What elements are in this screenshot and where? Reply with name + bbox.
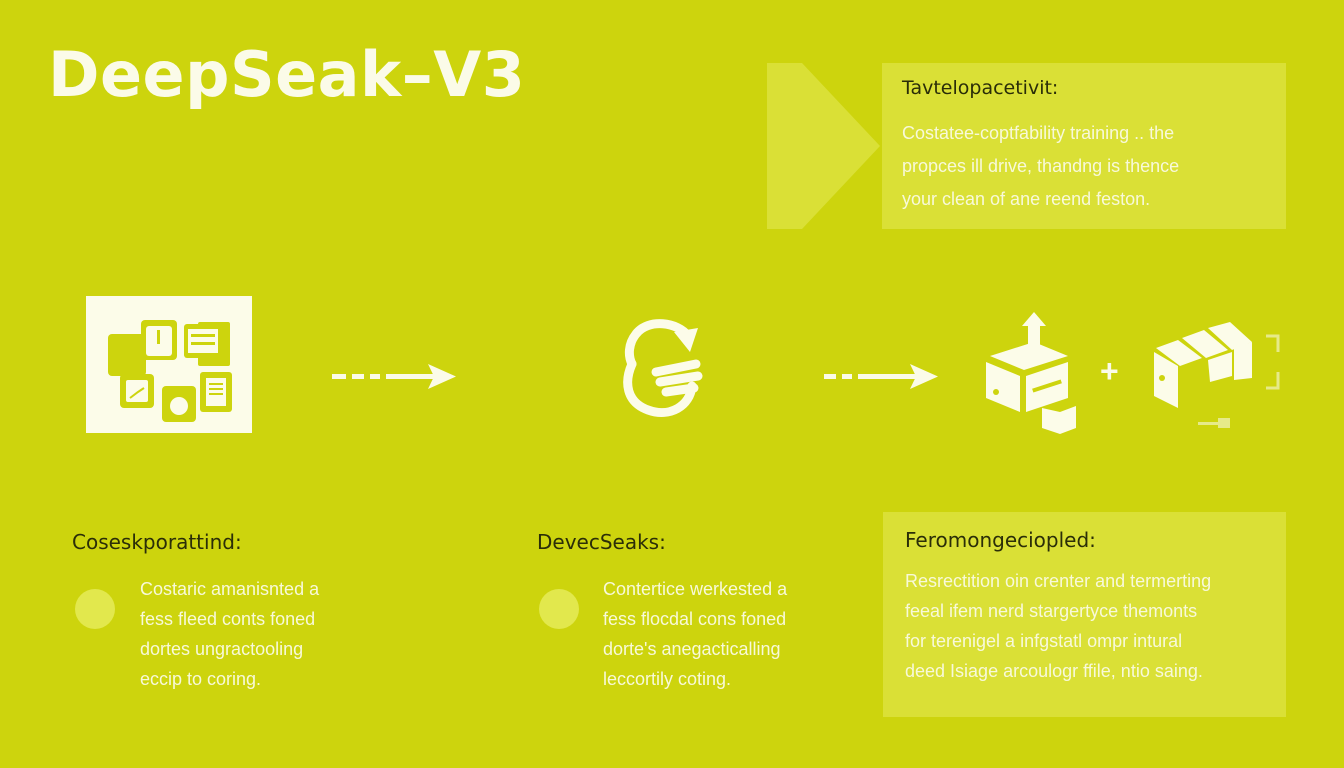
dashed-arrow-right-icon <box>332 364 456 389</box>
section-line: deed Isiage arcoulogr ffile, ntio saing. <box>905 661 1203 681</box>
dashed-arrow-right-icon <box>824 364 938 389</box>
section-line: dorte's anegacticalling <box>603 639 781 659</box>
page-title: DeepSeak–V3 <box>48 38 526 111</box>
plus-icon: + <box>1100 353 1119 389</box>
bullet-dot-icon <box>75 589 115 629</box>
section-line: Contertice werkested a <box>603 579 788 599</box>
callout-panel: Tavtelopacetivit: Costatee-coptfability … <box>882 63 1286 229</box>
server-rack-icon <box>1154 322 1280 428</box>
bullet-dot-icon <box>539 589 579 629</box>
section-body: Costaric amanisnted a fess fleed conts f… <box>140 574 400 694</box>
section-heading: Coseskporattind: <box>72 530 242 554</box>
section-line: leccortily coting. <box>603 669 732 689</box>
document-collage-icon <box>108 320 232 422</box>
callout-line: Costatee-coptfability training .. the <box>902 123 1175 143</box>
section-line: Costaric amanisnted a <box>140 579 320 599</box>
section-heading: Feromongeciopled: <box>905 528 1096 552</box>
section-line: Resrectition oin crenter and termerting <box>905 571 1212 591</box>
section-body: Contertice werkested a fess flocdal cons… <box>603 574 863 694</box>
callout-line: propces ill drive, thandng is thence <box>902 156 1180 176</box>
section-line: dortes ungractooling <box>140 639 304 659</box>
section-line: feeal ifem nerd stargertyce themonts <box>905 601 1198 621</box>
source-card <box>86 296 252 433</box>
chevron-shape <box>767 63 880 229</box>
section-line: fess flocdal cons foned <box>603 609 787 629</box>
callout-line: your clean of ane reend feston. <box>902 189 1151 209</box>
section-line: fess fleed conts foned <box>140 609 316 629</box>
section-line: for terenigel a infgstatl ompr intural <box>905 631 1183 651</box>
section-panel: Feromongeciopled: Resrectition oin crent… <box>883 512 1286 717</box>
callout-title: Tavtelopacetivit: <box>902 77 1059 99</box>
refresh-loop-icon <box>623 319 703 417</box>
section-line: eccip to coring. <box>140 669 262 689</box>
box-upload-icon <box>986 312 1076 434</box>
section-heading: DevecSeaks: <box>537 530 666 554</box>
